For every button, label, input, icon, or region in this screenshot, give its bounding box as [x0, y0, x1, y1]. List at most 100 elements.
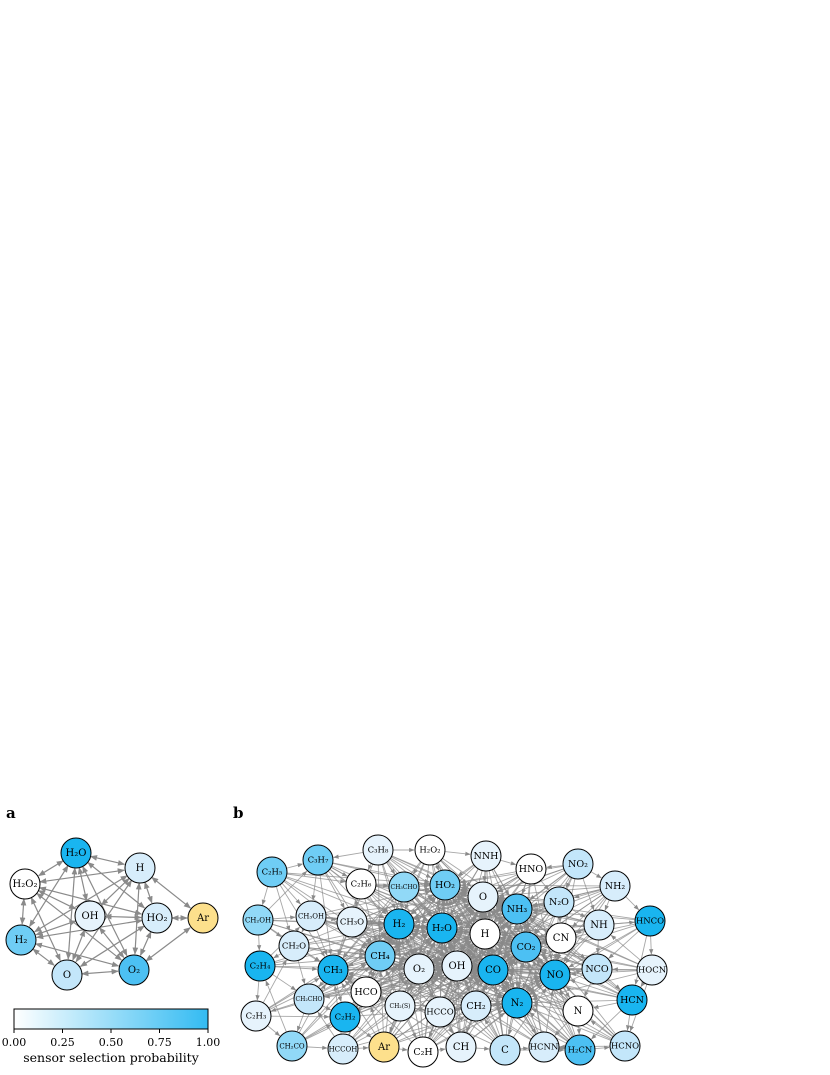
node-CO2: CO₂ — [510, 931, 542, 963]
node-CH2: CH₂ — [460, 990, 492, 1022]
edge-O2-Ar — [145, 927, 191, 962]
node-H2Ob: H₂O — [426, 912, 458, 944]
edge-NH2-N2O — [573, 889, 601, 899]
edge-CH2OH-CH4 — [272, 923, 366, 953]
node-CH3: CH₃ — [317, 954, 349, 986]
edge-NCO-CO2 — [540, 951, 583, 965]
node-label: HOCN — [638, 966, 667, 976]
node-label: C₂H₆ — [351, 880, 372, 890]
edge-C3H7-CH3OH — [311, 874, 317, 901]
edge-CO2-HO2 — [457, 894, 515, 939]
node-HOCN: HOCN — [636, 954, 668, 986]
colorbar-gradient — [13, 1008, 209, 1030]
node-circle — [256, 856, 288, 888]
edge-H-Ar — [151, 876, 192, 909]
node-circle — [293, 983, 325, 1015]
edge-C2H6-CH3CHO — [375, 883, 389, 888]
edge-HCN-N — [593, 1002, 618, 1009]
edge-HOCN-NH3 — [531, 915, 639, 965]
node-circle — [467, 881, 499, 913]
edge-HOCN-NH — [610, 935, 641, 961]
node-circle — [244, 950, 276, 982]
node-label: HCCOH — [329, 1046, 358, 1054]
edge-CH2-CH — [466, 1019, 472, 1033]
node-HCCO: HCCO — [424, 996, 456, 1028]
edge-H2CN-HCNO — [594, 1045, 610, 1050]
edge-HOCN-N2 — [532, 973, 638, 1001]
node-HNCO: HNCO — [634, 905, 666, 937]
node-label: HCNO — [611, 1042, 639, 1052]
node-OH: OH — [441, 950, 473, 982]
edge-HCO-CH2CHO — [324, 993, 352, 999]
node-label: CH₂CHO — [296, 996, 323, 1003]
node-circle — [441, 950, 473, 982]
edge-H2O-H — [89, 855, 126, 866]
node-label: HNCO — [636, 917, 664, 927]
edge-CH2CO-CH4 — [302, 967, 370, 1036]
node-HCNN: HCNN — [528, 1031, 560, 1063]
edge-HCNO-NH3 — [526, 921, 617, 1035]
edge-Ar-C2H — [398, 1047, 408, 1052]
node-label: H — [481, 929, 490, 940]
node-label: H₂CN — [568, 1046, 593, 1056]
edge-CH2CO-HCCOH — [306, 1045, 328, 1050]
edge-HNCO-NCO — [608, 930, 640, 959]
node-circle — [539, 959, 571, 991]
edge-CH2O-CH2CHO — [297, 960, 306, 985]
node-circle — [636, 954, 668, 986]
edge-NNH-HO2 — [457, 864, 475, 877]
edge-C-CH2 — [484, 1018, 498, 1038]
node-N: N — [562, 995, 594, 1027]
edge-C2H3-CH3 — [268, 977, 320, 1009]
node-NO: NO — [539, 959, 571, 991]
edge-NO-N — [562, 987, 570, 998]
edge-C2H-CH — [437, 1047, 446, 1052]
colorbar-title: sensor selection probability — [23, 1050, 200, 1065]
node-label: CH₃O — [340, 918, 364, 928]
node-label: C₂H₄ — [250, 962, 271, 972]
edge-C2H4-CH4 — [274, 955, 365, 966]
node-circle — [634, 905, 666, 937]
node-circle — [424, 996, 456, 1028]
node-CH2O: CH₂O — [278, 930, 310, 962]
edge-H2O2-CH3CHO — [412, 862, 422, 875]
node-H2CN: H₂CN — [564, 1034, 596, 1066]
edge-CH2OH-C3H7 — [268, 870, 308, 910]
node-C3H7: C₃H₇ — [302, 844, 334, 876]
node-circle — [242, 904, 274, 936]
node-circle — [501, 893, 533, 925]
node-label: HO₂ — [147, 913, 168, 924]
node-C2H: C₂H — [407, 1036, 439, 1068]
edge-C2H5-CH3OH — [281, 882, 301, 905]
edge-HCN-NO — [569, 979, 618, 996]
colorbar-tick-label: 0.00 — [2, 1036, 27, 1049]
edge-C2H5-CH2OH — [261, 886, 269, 906]
node-label: CH — [453, 1042, 470, 1053]
edge-HNO-N2O — [540, 880, 549, 891]
node-circle — [329, 1001, 361, 1033]
node-O: O — [467, 881, 499, 913]
node-label: NH₂ — [605, 881, 626, 892]
node-C2H5: C₂H₅ — [256, 856, 288, 888]
node-O: O — [51, 959, 83, 991]
node-circle — [240, 1000, 272, 1032]
edge-C3H8-CH4 — [377, 864, 382, 941]
node-label: C — [501, 1045, 509, 1056]
node-N2: N₂ — [501, 987, 533, 1019]
node-label: H₂ — [15, 935, 28, 946]
node-circle — [545, 922, 577, 954]
edge-C3H8-C2H6 — [367, 863, 373, 871]
edge-H2O-O — [65, 867, 78, 960]
edge-HNO-CH4 — [393, 876, 519, 949]
edge-CH2CHO-C2H2 — [322, 1005, 332, 1011]
node-circle — [124, 852, 156, 884]
node-NCO: NCO — [581, 953, 613, 985]
node-circle — [368, 1031, 400, 1063]
node-circle — [362, 834, 394, 866]
node-H: H — [124, 852, 156, 884]
node-label: H — [136, 863, 145, 874]
edge-NNH-O — [482, 870, 487, 882]
node-circle — [414, 834, 446, 866]
